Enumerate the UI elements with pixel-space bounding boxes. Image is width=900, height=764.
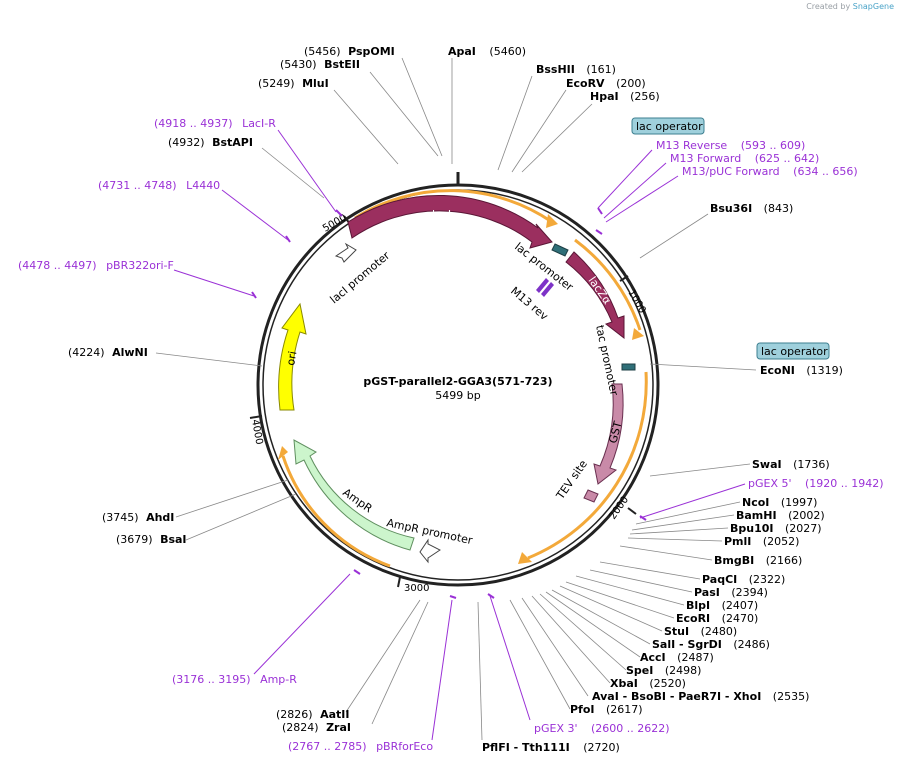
svg-text:(4478 .. 4497) pBR322ori-F: (4478 .. 4497) pBR322ori-F bbox=[18, 259, 174, 272]
svg-text:BamHI (2002): BamHI (2002) bbox=[736, 509, 825, 522]
orf-arcs bbox=[281, 189, 648, 568]
svg-text:(2826) AatII: (2826) AatII bbox=[276, 708, 349, 721]
svg-text:pGEX 3' (2600 .. 2622): pGEX 3' (2600 .. 2622) bbox=[534, 722, 670, 735]
tick-label-4000: 4000 bbox=[249, 419, 264, 446]
tick-label-2000: 2000 bbox=[607, 495, 631, 522]
svg-text:(4731 .. 4748) L4440: (4731 .. 4748) L4440 bbox=[98, 179, 220, 192]
svg-text:EcoRV (200): EcoRV (200) bbox=[566, 77, 646, 90]
svg-text:M13 Forward (625 .. 642): M13 Forward (625 .. 642) bbox=[670, 152, 819, 165]
lac-operator-box-2 bbox=[756, 342, 830, 360]
lac-operator-label-1: lac operator bbox=[636, 120, 703, 133]
lac-operator-box-1 bbox=[631, 117, 705, 135]
svg-text:EcoRI (2470): EcoRI (2470) bbox=[676, 612, 758, 625]
svg-text:PmlI (2052): PmlI (2052) bbox=[724, 535, 799, 548]
svg-text:NcoI (1997): NcoI (1997) bbox=[742, 496, 817, 509]
svg-text:HpaI (256): HpaI (256) bbox=[590, 90, 660, 103]
lacI-feature[interactable] bbox=[347, 194, 553, 249]
svg-text:SalI - SgrDI (2486): SalI - SgrDI (2486) bbox=[652, 638, 770, 651]
credit-brand: SnapGene bbox=[852, 2, 894, 11]
svg-text:SwaI (1736): SwaI (1736) bbox=[752, 458, 830, 471]
svg-text:M13 Reverse (593 .. 609): M13 Reverse (593 .. 609) bbox=[656, 139, 805, 152]
restriction-site-labels: (5456) PspOMI (5430) BstEII (5249) MluI … bbox=[68, 45, 843, 754]
orf-arrowheads bbox=[278, 214, 644, 564]
svg-text:(3176 .. 3195) Amp-R: (3176 .. 3195) Amp-R bbox=[172, 673, 297, 686]
svg-text:(3679) BsaI: (3679) BsaI bbox=[116, 533, 187, 546]
lacI-promoter-arrow[interactable] bbox=[334, 242, 357, 263]
primer-labels: (4918 .. 4937) LacI-R (4731 .. 4748) L44… bbox=[18, 117, 884, 753]
svg-text:SpeI (2498): SpeI (2498) bbox=[626, 664, 701, 677]
tick-label-5000: 5000 bbox=[321, 212, 349, 234]
svg-text:Bsu36I (843): Bsu36I (843) bbox=[710, 202, 793, 215]
svg-text:BlpI (2407): BlpI (2407) bbox=[686, 599, 758, 612]
svg-text:Bpu10I (2027): Bpu10I (2027) bbox=[730, 522, 822, 535]
lacZa-label: lacZα bbox=[586, 274, 614, 307]
M13-rev-marker-2 bbox=[541, 282, 554, 297]
GST-label: GST bbox=[606, 420, 624, 445]
site-leaders bbox=[155, 57, 757, 741]
M13-rev-marker bbox=[536, 278, 549, 293]
svg-text:(4224) AlwNI: (4224) AlwNI bbox=[68, 346, 148, 359]
ori-label: ori bbox=[284, 350, 299, 366]
svg-text:PflFI - Tth111I (2720): PflFI - Tth111I (2720) bbox=[482, 741, 620, 754]
credit-prefix: Created by bbox=[806, 2, 851, 11]
svg-text:(4918 .. 4937) LacI-R: (4918 .. 4937) LacI-R bbox=[154, 117, 276, 130]
svg-text:(5456) PspOMI: (5456) PspOMI bbox=[304, 45, 395, 58]
svg-text:(3745) AhdI: (3745) AhdI bbox=[102, 511, 174, 524]
lac-operator-label-2: lac operator bbox=[761, 345, 828, 358]
svg-text:(5249) MluI: (5249) MluI bbox=[258, 77, 329, 90]
snapgene-credit: Created by SnapGene bbox=[806, 2, 894, 11]
svg-text:pGEX 5' (1920 .. 1942): pGEX 5' (1920 .. 1942) bbox=[748, 477, 884, 490]
svg-text:M13/pUC Forward (634 .. 656): M13/pUC Forward (634 .. 656) bbox=[682, 165, 858, 178]
svg-text:BmgBI (2166): BmgBI (2166) bbox=[714, 554, 802, 567]
lac-operator-2-marker[interactable] bbox=[621, 363, 636, 371]
lacZa-feature[interactable] bbox=[565, 251, 625, 340]
svg-text:PaqCI (2322): PaqCI (2322) bbox=[702, 573, 785, 586]
svg-text:(4932) BstAPI: (4932) BstAPI bbox=[168, 136, 253, 149]
svg-text:PfoI (2617): PfoI (2617) bbox=[570, 703, 643, 716]
svg-text:EcoNI (1319): EcoNI (1319) bbox=[760, 364, 843, 377]
svg-text:XbaI (2520): XbaI (2520) bbox=[610, 677, 686, 690]
tac-promoter-label: tac promoter bbox=[593, 324, 621, 397]
svg-text:AvaI - BsoBI - PaeR7I - XhoI (: AvaI - BsoBI - PaeR7I - XhoI (2535) bbox=[592, 690, 809, 703]
lacI-label: lacI bbox=[432, 208, 451, 221]
svg-text:(2824) ZraI: (2824) ZraI bbox=[282, 721, 351, 734]
primer-leaders bbox=[173, 129, 746, 741]
svg-text:BssHII (161): BssHII (161) bbox=[536, 63, 616, 76]
plasmid-title: pGST-parallel2-GGA3(571-723) bbox=[363, 375, 552, 388]
ori-feature[interactable] bbox=[278, 302, 307, 411]
svg-text:(2767 .. 2785) pBRforEco: (2767 .. 2785) pBRforEco bbox=[288, 740, 433, 753]
GST-feature[interactable] bbox=[593, 383, 624, 485]
svg-text:ApaI (5460): ApaI (5460) bbox=[448, 45, 526, 58]
AmpR-promoter-arrow[interactable] bbox=[419, 538, 441, 564]
plasmid-length: 5499 bp bbox=[435, 389, 480, 402]
lac-operator-1-marker[interactable] bbox=[551, 243, 569, 257]
AmpR-feature[interactable] bbox=[293, 439, 415, 551]
svg-text:AccI (2487): AccI (2487) bbox=[640, 651, 714, 664]
TEV-site-feature[interactable] bbox=[583, 489, 599, 503]
svg-text:PasI (2394): PasI (2394) bbox=[694, 586, 768, 599]
primer-marks bbox=[251, 207, 647, 599]
lacI-promoter-label: lacI promoter bbox=[328, 249, 393, 307]
svg-text:StuI (2480): StuI (2480) bbox=[664, 625, 737, 638]
tick-label-3000: 3000 bbox=[404, 583, 429, 594]
svg-text:(5430) BstEII: (5430) BstEII bbox=[280, 58, 360, 71]
